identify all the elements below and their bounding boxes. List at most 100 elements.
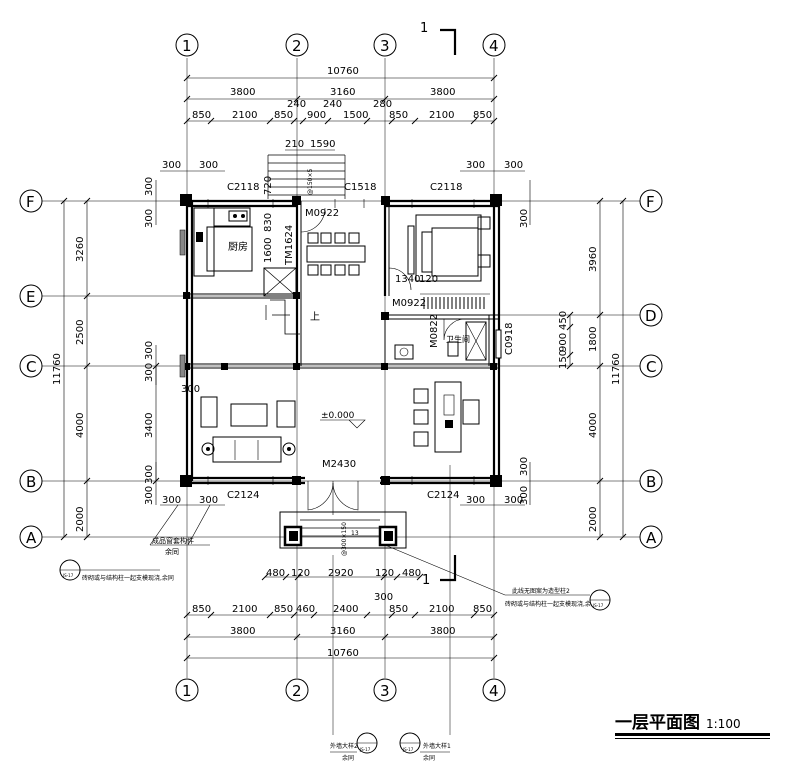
bottom-ref1-same: 余同 bbox=[342, 754, 354, 762]
axis-bot-4: 4 bbox=[489, 682, 499, 700]
axis-right-D: D bbox=[645, 307, 657, 325]
step-note-bottom: @300×150 bbox=[341, 522, 348, 556]
section-mark: 1 1 bbox=[420, 21, 457, 588]
section-mark-bottom: 1 bbox=[422, 573, 430, 588]
dim-720: 720 bbox=[263, 176, 274, 195]
dim-bot-sub3: 850 bbox=[274, 604, 293, 615]
drawing-title: 一层平面图 1:100 bbox=[615, 708, 741, 733]
dim-bot-300-4: 300 bbox=[504, 495, 523, 506]
top-dim-ticks bbox=[183, 74, 498, 125]
dim-bot-bay1: 3800 bbox=[230, 626, 255, 637]
axis-bubbles-top: 1 2 3 4 bbox=[175, 33, 506, 57]
section-mark-top: 1 bbox=[420, 21, 428, 36]
dim-left-outer1: 3260 bbox=[75, 237, 86, 262]
dim-bot-total: 10760 bbox=[327, 648, 359, 659]
note-left-title: 成品窗套构件 bbox=[152, 536, 194, 545]
drawing-title-main: 一层平面图 bbox=[615, 713, 700, 733]
top-dimension-text: 10760 3800 3160 3800 240 240 280 850 210… bbox=[162, 66, 523, 171]
axis-bubbles-left: F E C B A bbox=[19, 189, 43, 549]
bottom-ref2-label: 外墙大样1 bbox=[423, 742, 451, 750]
axis-right-A: A bbox=[646, 529, 657, 547]
left-dimension-lines bbox=[63, 180, 157, 537]
dim-top-sub-b3: 850 bbox=[274, 110, 293, 121]
dim-bot-300-2: 300 bbox=[199, 495, 218, 506]
dim-top-sub-b5: 1500 bbox=[343, 110, 368, 121]
left-dimension-text: 11760 3260 2500 4000 2000 3400 300 300 3… bbox=[52, 177, 155, 532]
note-right-ref: JS-17 bbox=[592, 603, 604, 608]
right-dim-ticks bbox=[566, 197, 627, 541]
window-label-c1518: C1518 bbox=[344, 182, 376, 193]
dim-top-sub-b8: 850 bbox=[473, 110, 492, 121]
axis-bot-2: 2 bbox=[292, 682, 302, 700]
dim-left-inner: 3400 bbox=[144, 413, 155, 438]
dim-bot-300-3: 300 bbox=[466, 495, 485, 506]
dim-left-s6: 300 bbox=[144, 486, 155, 505]
dim-bot-porch1: 480 bbox=[266, 568, 285, 579]
title-underline-thin bbox=[615, 738, 770, 739]
room-label-kitchen: 厨房 bbox=[228, 240, 248, 253]
dim-top-sub-b1: 850 bbox=[192, 110, 211, 121]
dining-table bbox=[306, 232, 366, 276]
door-label-m0922-b: M0922 bbox=[392, 298, 426, 309]
stairs: 上 bbox=[263, 267, 320, 335]
dim-right-outer1: 3960 bbox=[588, 247, 599, 272]
note-right-desc: 砖砌或与结构柱一起支模现浇,余同 bbox=[505, 600, 597, 608]
structural-columns bbox=[180, 194, 502, 547]
axis-right-B: B bbox=[646, 473, 656, 491]
room-label-bathroom: 卫生间 bbox=[446, 334, 470, 344]
dim-830: 830 bbox=[263, 213, 274, 232]
dim-top-300-3: 300 bbox=[466, 160, 485, 171]
axis-bot-3: 3 bbox=[380, 682, 390, 700]
bottom-ref2-num: JS-17 bbox=[402, 747, 414, 752]
dim-left-total: 11760 bbox=[52, 353, 63, 385]
dim-right-inner3: 150 bbox=[558, 350, 569, 369]
dim-bot-porch2: 120 bbox=[291, 568, 310, 579]
axis-top-2: 2 bbox=[292, 37, 302, 55]
dim-1600: 1600 bbox=[263, 238, 274, 263]
window-label-c2118-left: C2118 bbox=[227, 182, 259, 193]
notes: 成品窗套构件 余同 JS-17 砖砌或与结构柱一起支模现浇,余同 此线无图案为造… bbox=[59, 504, 611, 762]
stairs-up-label: 上 bbox=[310, 311, 320, 323]
dim-top-bay1: 3800 bbox=[230, 87, 255, 98]
interior-walls bbox=[187, 201, 499, 369]
axis-bot-1: 1 bbox=[182, 682, 192, 700]
top-exterior-steps: @150×5 bbox=[267, 154, 346, 199]
dim-right-inner2: 900 bbox=[558, 333, 569, 352]
note-right-title: 此线无图案为造型柱2 bbox=[512, 587, 570, 595]
window-label-c2118-right: C2118 bbox=[430, 182, 462, 193]
dim-left-s3: 300 bbox=[144, 341, 155, 360]
living-room-furniture: ±0.000 bbox=[200, 396, 366, 463]
window-door-labels: C2118 C1518 C2118 M0922 M0922 TM1624 M08… bbox=[227, 182, 515, 501]
dim-right-outer2: 1800 bbox=[588, 327, 599, 352]
dim-top-upper1: 210 bbox=[285, 139, 304, 150]
dim-left-s5: 300 bbox=[144, 465, 155, 484]
dim-top-sub-a1: 240 bbox=[287, 99, 306, 110]
dim-top-300-1: 300 bbox=[162, 160, 181, 171]
note-left-desc: 砖砌或与结构柱一起支模现浇,余同 bbox=[82, 574, 174, 582]
kitchen-furniture: 厨房 bbox=[193, 207, 253, 277]
axis-bubbles-bottom: 1 2 3 4 bbox=[175, 678, 506, 702]
dim-left-s1: 300 bbox=[144, 177, 155, 196]
dim-bot-sub8: 2100 bbox=[429, 604, 454, 615]
dim-top-sub-b6: 850 bbox=[389, 110, 408, 121]
bathroom-fixtures: 卫生间 bbox=[394, 321, 487, 361]
drawing-title-scale: 1:100 bbox=[706, 717, 741, 731]
axis-top-4: 4 bbox=[489, 37, 499, 55]
bottom-ref1-num: JS-17 bbox=[359, 747, 371, 752]
axis-right-C: C bbox=[646, 358, 656, 376]
step-count-bottom: 13 bbox=[351, 530, 359, 537]
dim-bot-sub7: 850 bbox=[389, 604, 408, 615]
floor-level-label: ±0.000 bbox=[321, 411, 355, 421]
door-label-m0822: M0822 bbox=[429, 314, 440, 348]
entrance-steps: @300×150 13 bbox=[279, 511, 407, 556]
dim-top-sub-a3: 280 bbox=[373, 99, 392, 110]
dim-right-outer4: 2000 bbox=[588, 507, 599, 532]
bottom-dimension-lines bbox=[160, 504, 525, 659]
dim-right-s2: 300 bbox=[519, 457, 530, 476]
step-note-top: @150×5 bbox=[307, 169, 314, 195]
dim-bot-porch5: 480 bbox=[402, 568, 421, 579]
dim-bot-porch4: 120 bbox=[375, 568, 394, 579]
doors bbox=[300, 207, 466, 515]
axis-left-B: B bbox=[26, 473, 36, 491]
